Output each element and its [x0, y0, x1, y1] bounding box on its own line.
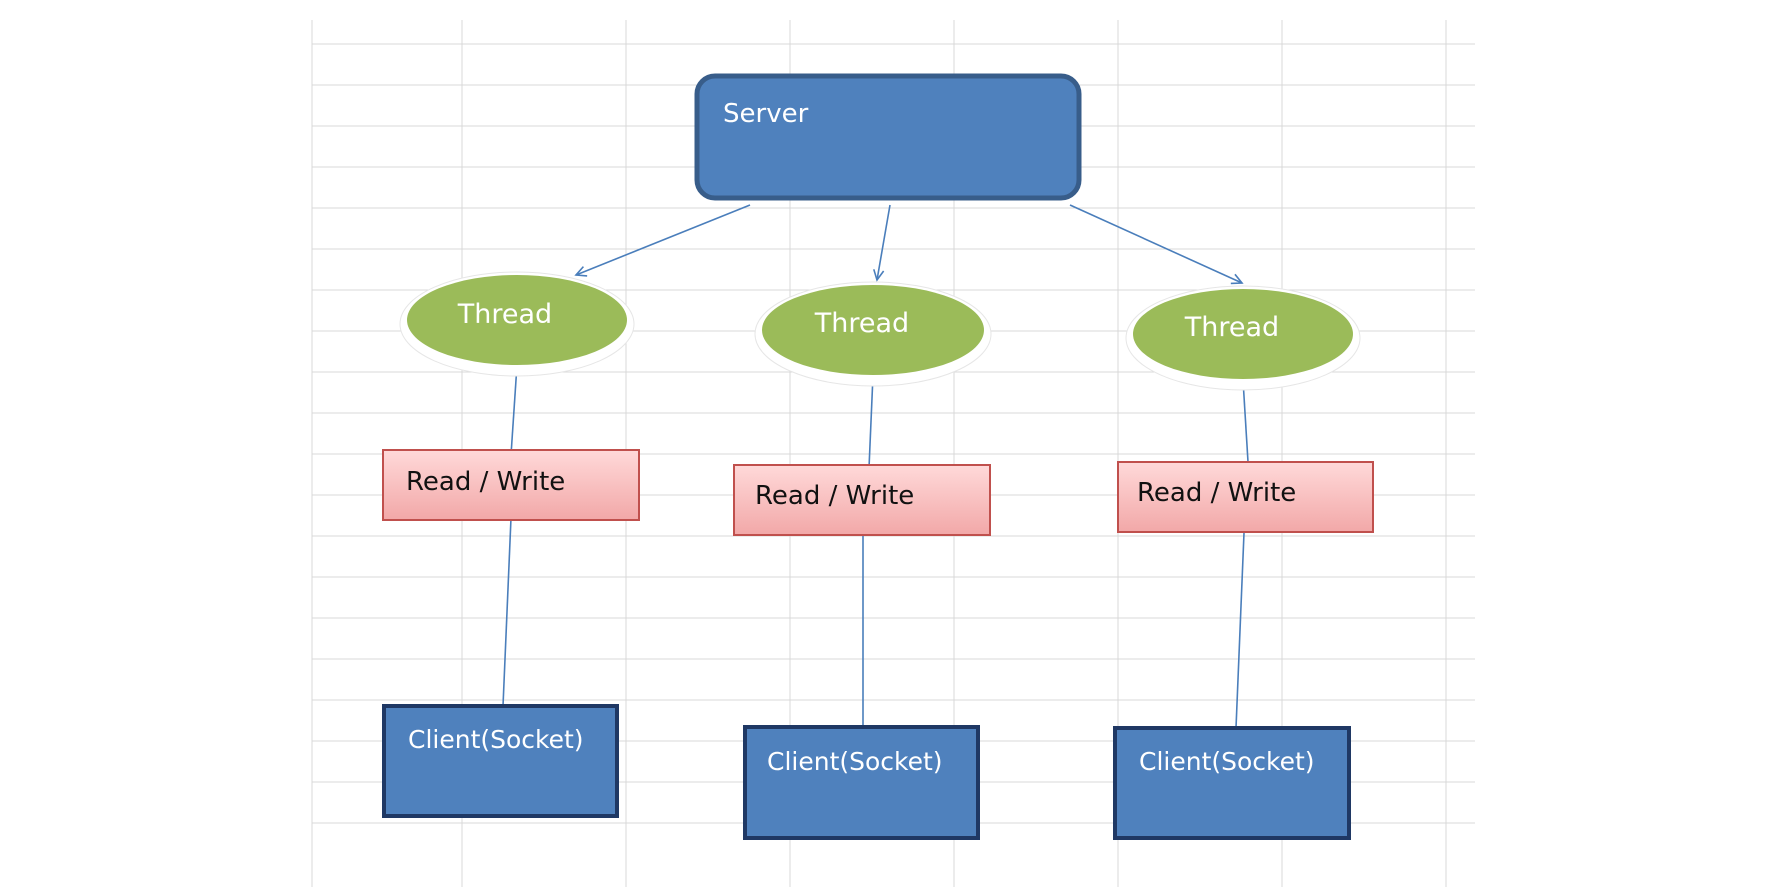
- server-label: Server: [723, 99, 809, 129]
- io-1-to-client-1-line: [502, 517, 512, 707]
- io-3-box: [1117, 461, 1374, 533]
- thread-node-3[interactable]: Thread: [1125, 285, 1361, 391]
- client-1-box: [382, 704, 619, 818]
- connectors: [502, 204, 1250, 729]
- column-2: Thread Read / Write Client(Socket): [733, 281, 992, 840]
- thread-node-1[interactable]: Thread: [399, 271, 635, 377]
- client-3-label: Client(Socket): [1139, 747, 1315, 776]
- thread-1-to-io-1-line: [510, 364, 518, 456]
- thread-node-2[interactable]: Thread: [754, 281, 992, 387]
- thread-2-to-io-2-line: [868, 374, 874, 469]
- column-3: Thread Read / Write Client(Socket): [1113, 285, 1374, 840]
- io-node-1[interactable]: Read / Write: [382, 449, 640, 521]
- io-node-3[interactable]: Read / Write: [1117, 461, 1374, 533]
- column-1: Thread Read / Write Client(Socket): [382, 271, 640, 818]
- io-1-label: Read / Write: [406, 467, 565, 497]
- io-2-label: Read / Write: [755, 481, 914, 511]
- io-node-2[interactable]: Read / Write: [733, 464, 991, 536]
- client-1-label: Client(Socket): [408, 725, 584, 754]
- client-3-box: [1113, 726, 1351, 840]
- io-1-box: [382, 449, 640, 521]
- client-node-1[interactable]: Client(Socket): [382, 704, 619, 818]
- server-to-thread-2-arrow: [873, 204, 891, 282]
- server-to-thread-3-arrow: [1069, 204, 1244, 285]
- server-to-thread-1-arrow: [574, 204, 751, 277]
- thread-1-ellipse: [407, 275, 627, 365]
- client-2-box: [743, 725, 980, 840]
- server-box: [694, 73, 1082, 201]
- thread-2-label: Thread: [814, 308, 909, 339]
- client-2-label: Client(Socket): [767, 747, 943, 776]
- thread-3-label: Thread: [1184, 312, 1279, 343]
- thread-3-ellipse: [1133, 289, 1353, 379]
- thread-2-ellipse: [762, 285, 984, 375]
- client-node-3[interactable]: Client(Socket): [1113, 726, 1351, 840]
- server-node[interactable]: Server: [694, 73, 1082, 201]
- client-node-2[interactable]: Client(Socket): [743, 725, 980, 840]
- io-2-box: [733, 464, 991, 536]
- io-3-to-client-3-line: [1235, 532, 1245, 729]
- thread-1-label: Thread: [457, 299, 552, 330]
- io-3-label: Read / Write: [1137, 478, 1296, 508]
